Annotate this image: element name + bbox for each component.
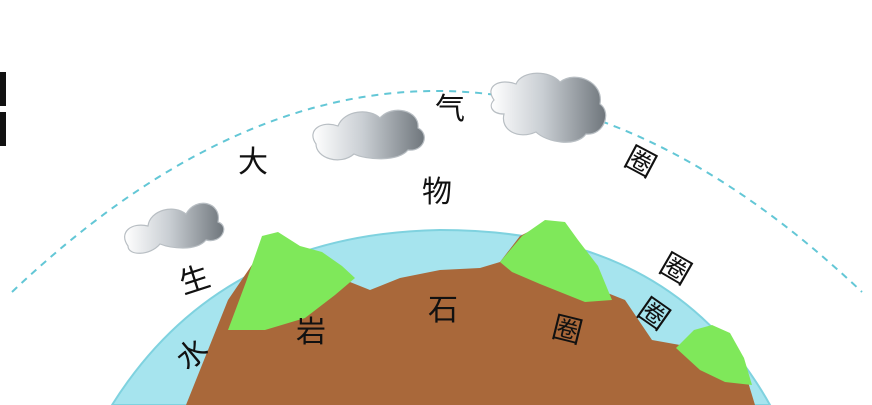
vegetation-left xyxy=(228,232,355,330)
atmosphere-label-qi: 气 xyxy=(435,92,465,127)
atmosphere-label-da: 大 xyxy=(238,145,268,180)
rock-mass xyxy=(186,222,755,405)
edge-mark-bottom xyxy=(0,112,6,146)
atmosphere-boundary xyxy=(11,90,863,293)
cloud-icon xyxy=(490,72,607,143)
vegetation-right xyxy=(676,325,752,385)
cloud-icon xyxy=(124,202,225,254)
cloud-icon xyxy=(312,109,425,161)
biosphere-label-wu: 物 xyxy=(422,175,452,210)
lithosphere-label-yan: 岩 xyxy=(296,315,326,350)
lithosphere-label-shi: 石 xyxy=(428,293,458,328)
vegetation-center xyxy=(500,220,612,302)
edge-mark-top xyxy=(0,72,6,106)
